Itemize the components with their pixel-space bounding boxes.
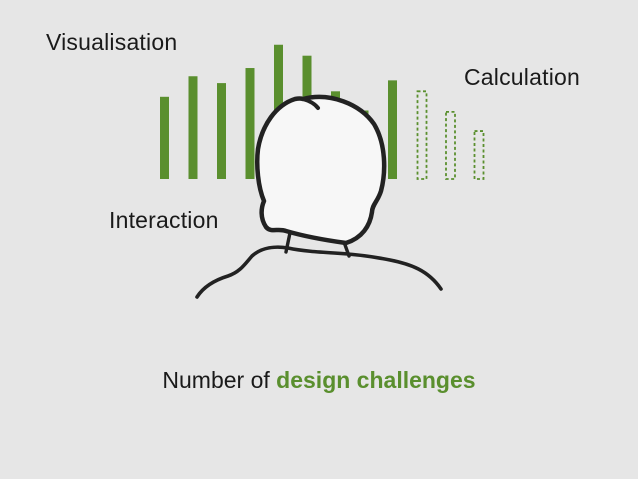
dashed-bar (416, 90, 428, 180)
person-head-back-view-icon (195, 94, 443, 299)
solid-bar (388, 80, 397, 179)
shoulders-outline (195, 245, 443, 299)
head-ear-detail (301, 97, 320, 110)
solid-bar (188, 76, 198, 179)
caption-highlight: design challenges (276, 367, 476, 393)
visualisation-label: Visualisation (46, 29, 178, 55)
dashed-bar (473, 130, 485, 180)
head-outline (255, 94, 387, 246)
dashed-bar (445, 110, 456, 180)
solid-bar (160, 96, 169, 179)
calculation-label: Calculation (464, 64, 580, 90)
solid-bar (217, 83, 226, 179)
caption: Number of design challenges (0, 369, 638, 392)
caption-prefix: Number of (162, 367, 277, 393)
interaction-label: Interaction (109, 207, 219, 233)
solid-bar (245, 68, 255, 179)
